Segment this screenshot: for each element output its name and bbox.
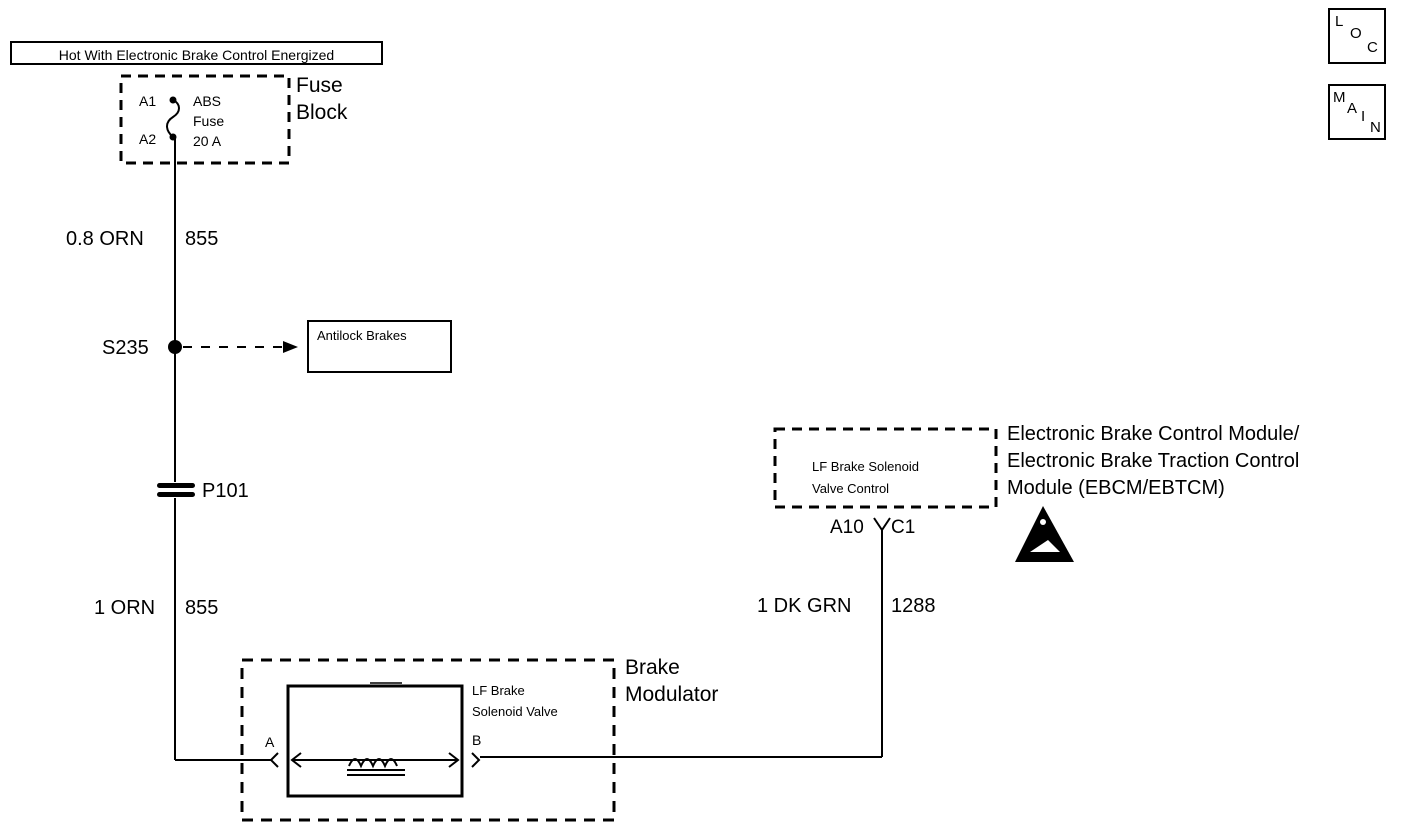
fuse-pin-a2-label: A2 <box>139 131 157 147</box>
ebcm-pin-label: A10 <box>830 517 864 538</box>
solenoid-coil <box>348 758 398 769</box>
ebcm-title-line1: Electronic Brake Control Module/ <box>1007 423 1300 445</box>
solenoid-arrow-left <box>290 752 302 768</box>
fuse-pin-a1-label: A1 <box>139 93 157 109</box>
fuse-block-title-line2: Block <box>296 101 348 124</box>
loc-letter-o: O <box>1350 25 1362 42</box>
ebcm-pin-fork <box>873 517 891 532</box>
solenoid-box <box>286 684 464 798</box>
fuse-name-line2: Fuse <box>193 113 225 129</box>
fuse-rating: 20 A <box>193 133 222 149</box>
ebcm-title-line3: Module (EBCM/EBTCM) <box>1007 477 1225 499</box>
main-letter-a: A <box>1347 100 1358 117</box>
loc-letter-l: L <box>1335 13 1344 30</box>
antilock-brakes-box[interactable]: Antilock Brakes <box>307 320 452 373</box>
fuse-element <box>166 99 180 138</box>
pin-a-chevron <box>269 752 279 768</box>
solenoid-valve-line1: LF Brake <box>472 683 525 698</box>
esd-dot <box>1040 519 1046 525</box>
modulator-pin-a: A <box>265 734 275 750</box>
ebcm-inner-line1: LF Brake Solenoid <box>812 459 919 474</box>
antilock-brakes-label: Antilock Brakes <box>317 328 407 343</box>
splice-arrow <box>283 341 298 353</box>
connector-label: P101 <box>202 480 249 502</box>
wire-ebcm-circuit: 1288 <box>891 595 936 617</box>
splice-label: S235 <box>102 337 149 359</box>
wire-lower-circuit: 855 <box>185 597 219 619</box>
main-letter-n: N <box>1370 119 1381 136</box>
connector-p101-top <box>157 483 195 488</box>
ebcm-connector-label: C1 <box>891 517 916 538</box>
main-button[interactable]: M A I N <box>1328 84 1386 140</box>
modulator-pin-b: B <box>472 732 482 748</box>
fuse-name-line1: ABS <box>193 93 222 109</box>
fuse-block-outline <box>119 74 291 165</box>
esd-warning-icon <box>1015 506 1074 562</box>
main-letter-m: M <box>1333 89 1346 106</box>
wire-ebcm-gauge-color: 1 DK GRN <box>757 595 852 617</box>
energized-condition-label: Hot With Electronic Brake Control Energi… <box>10 41 383 65</box>
solenoid-arrow-right <box>448 752 460 768</box>
wire-upper-gauge-color: 0.8 ORN <box>66 228 144 250</box>
solenoid-valve-line2: Solenoid Valve <box>472 704 558 719</box>
pin-b-chevron <box>471 752 481 768</box>
wire-upper-circuit: 855 <box>185 228 219 250</box>
fuse-block-title-line1: Fuse <box>296 74 343 97</box>
ebcm-title-line2: Electronic Brake Traction Control <box>1007 450 1300 472</box>
esd-hand-mark <box>1030 540 1060 552</box>
splice-dot <box>168 340 182 354</box>
loc-letter-c: C <box>1367 39 1378 56</box>
loc-button[interactable]: L O C <box>1328 8 1386 64</box>
ebcm-outline <box>773 427 998 509</box>
modulator-title-line2: Modulator <box>625 683 719 706</box>
wire-lower-gauge-color: 1 ORN <box>94 597 156 619</box>
main-letter-i: I <box>1361 108 1366 125</box>
modulator-title-line1: Brake <box>625 656 680 679</box>
connector-p101-bottom <box>157 492 195 497</box>
ebcm-inner-line2: Valve Control <box>812 481 890 496</box>
